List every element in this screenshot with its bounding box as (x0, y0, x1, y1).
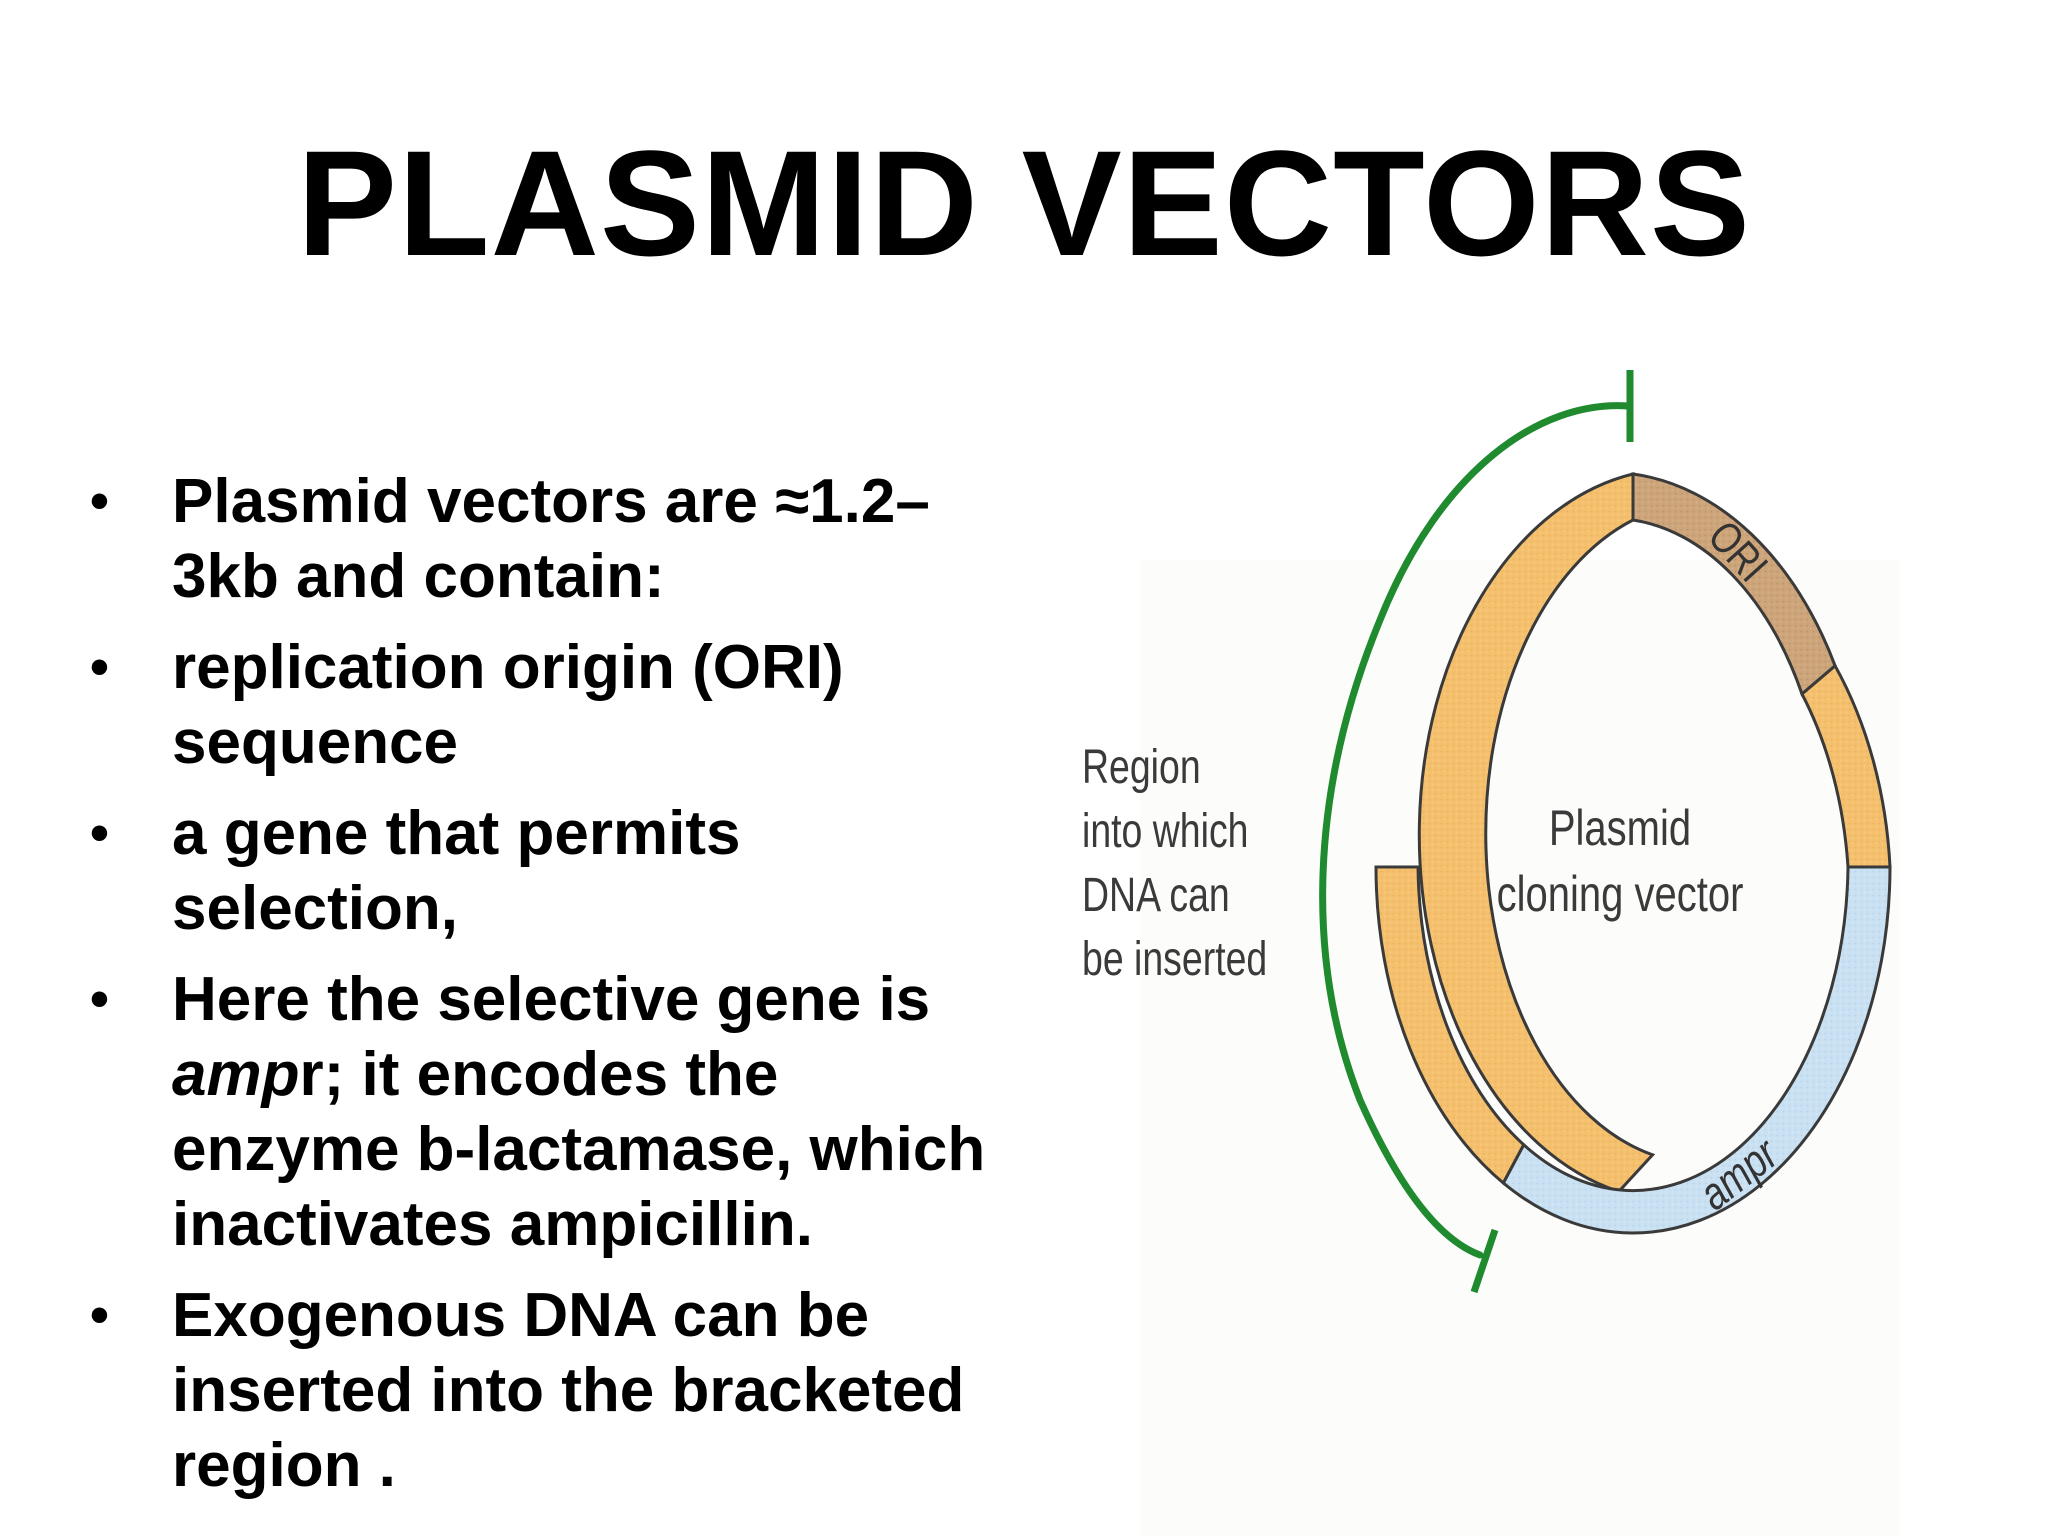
bullet-item-size: • Plasmid vectors are ≈1.2–3kb and conta… (90, 464, 1100, 614)
plasmid-center-label: Plasmid cloning vector (1436, 795, 1804, 927)
bullet-line: region . (172, 1431, 396, 1500)
plasmid-ring (1374, 472, 1892, 1235)
bullet-line: 3kb and contain: (172, 542, 665, 611)
bullet-list: • Plasmid vectors are ≈1.2–3kb and conta… (90, 464, 1100, 1519)
bullet-line: Exogenous DNA can be (172, 1281, 870, 1350)
bullet-line: inserted into the bracketed (172, 1356, 965, 1425)
center-label-line: Plasmid (1548, 800, 1692, 856)
bullet-line: sequence (172, 708, 459, 777)
region-label-line: into which (1082, 805, 1249, 858)
insert-region-segment (1417, 472, 1656, 1194)
bullet-line: enzyme b-lactamase, which (172, 1115, 986, 1184)
bullet-line: Plasmid vectors are ≈1.2– (172, 467, 930, 536)
slide-title: PLASMID VECTORS (296, 119, 1752, 287)
bullet-text: Plasmid vectors are ≈1.2–3kb and contain… (172, 467, 930, 611)
region-label-line: DNA can (1082, 869, 1230, 922)
bullet-item-ori: • replication origin (ORI)sequence (90, 630, 1100, 780)
bullet-marker: • (90, 637, 109, 697)
insertion-bracket (1319, 402, 1632, 1259)
region-label-line: be inserted (1082, 933, 1268, 986)
plasmid-diagram: ORI ampr (1319, 370, 1892, 1294)
bullet-line: replication origin (ORI) (172, 633, 844, 702)
upper-right-segment (1800, 663, 1892, 869)
bullet-marker: • (90, 471, 109, 531)
bullet-text: replication origin (ORI)sequence (172, 633, 844, 777)
bracket-bottom-tick (1470, 1228, 1499, 1294)
bullet-line: inactivates ampicillin. (172, 1190, 813, 1259)
bullet-italic-gene: amp (172, 1040, 300, 1109)
bullet-line: Here the selective gene is (172, 965, 931, 1034)
bullet-line: a gene that permits (172, 799, 741, 868)
insert-region-lower-segment (1374, 865, 1526, 1186)
insertion-region-label: Region into which DNA can be inserted (1082, 736, 1267, 992)
bullet-line: selection, (172, 874, 458, 943)
bullet-marker: • (90, 969, 109, 1029)
bullet-marker: • (90, 1285, 109, 1345)
region-label-line: Region (1082, 741, 1201, 794)
center-label-line: cloning vector (1496, 866, 1744, 922)
bullet-marker: • (90, 803, 109, 863)
bullet-line: r; it encodes the (299, 1040, 779, 1109)
